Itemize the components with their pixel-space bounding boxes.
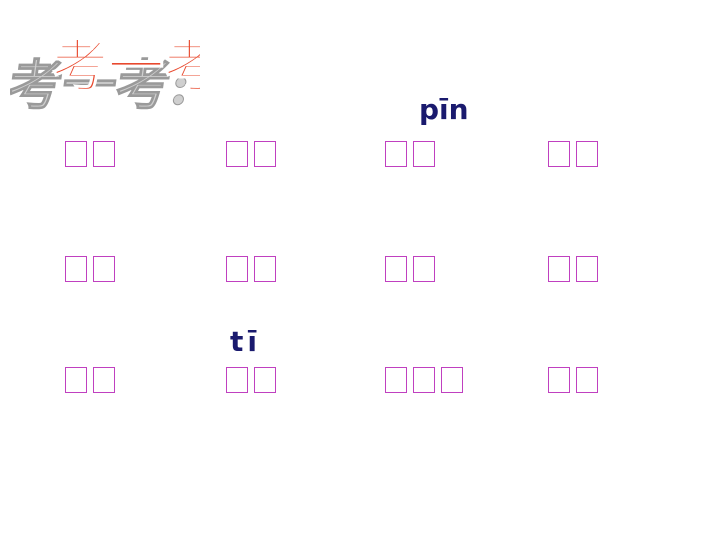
word-answer-slot (226, 141, 276, 169)
character-box (385, 141, 407, 167)
character-box (576, 256, 598, 282)
character-box (254, 367, 276, 393)
character-box (576, 141, 598, 167)
character-box (93, 141, 115, 167)
character-box (254, 256, 276, 282)
character-box (226, 256, 248, 282)
character-box (254, 141, 276, 167)
character-box (93, 367, 115, 393)
character-box (226, 141, 248, 167)
word-answer-slot (65, 256, 115, 284)
word-answer-slot (548, 367, 598, 395)
character-box (548, 141, 570, 167)
pinyin-hint-ti: tī (230, 325, 261, 358)
title-banner: 考一考: 考一考: (10, 18, 200, 118)
character-box (441, 367, 463, 393)
character-box (413, 367, 435, 393)
word-answer-slot (548, 141, 598, 169)
pinyin-hint-pin: pīn (419, 93, 469, 126)
character-box (65, 367, 87, 393)
character-box (65, 256, 87, 282)
character-box (385, 367, 407, 393)
word-answer-slot (65, 367, 115, 395)
title-text: 考一考: (52, 34, 200, 100)
character-box (413, 256, 435, 282)
character-box (93, 256, 115, 282)
word-answer-slot (65, 141, 115, 169)
word-answer-slot (548, 256, 598, 284)
character-box (548, 256, 570, 282)
word-answer-slot (385, 256, 435, 284)
character-box (413, 141, 435, 167)
character-box (548, 367, 570, 393)
word-answer-slot (385, 141, 435, 169)
character-box (65, 141, 87, 167)
character-box (226, 367, 248, 393)
word-answer-slot (385, 367, 463, 395)
word-answer-slot (226, 256, 276, 284)
word-answer-slot (226, 367, 276, 395)
character-box (385, 256, 407, 282)
title-shadow: 考一考: (10, 53, 195, 117)
character-box (576, 367, 598, 393)
